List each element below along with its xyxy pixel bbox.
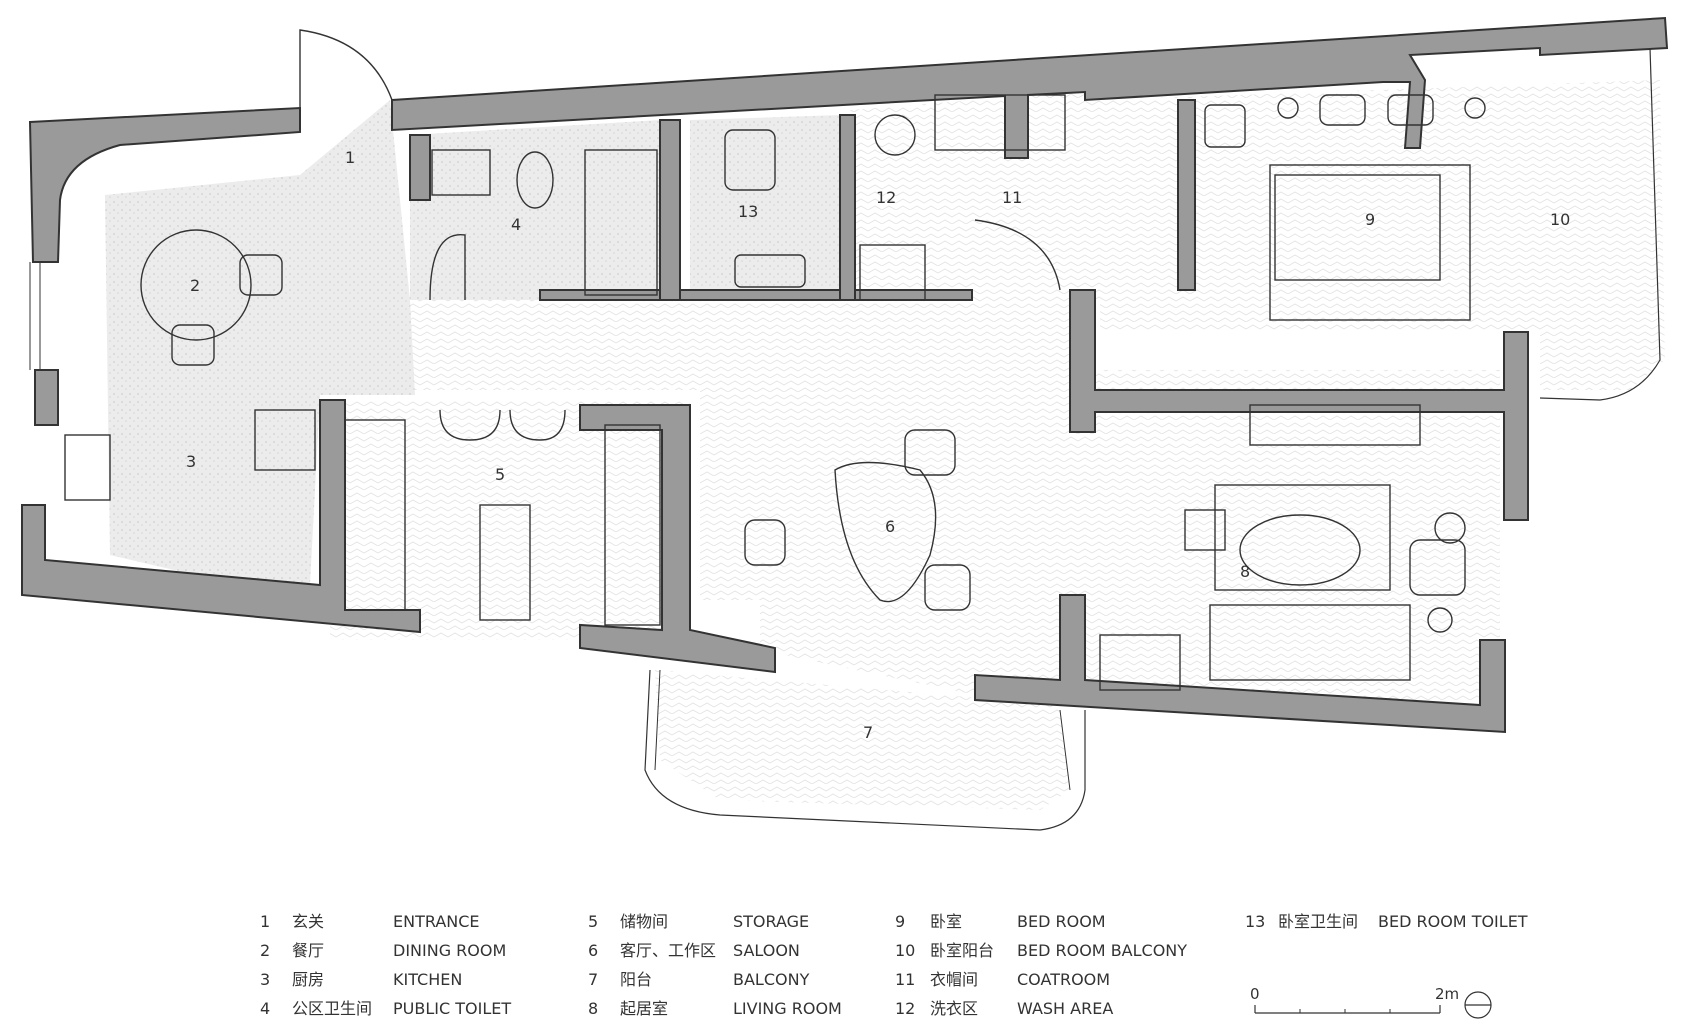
sofa [1209,604,1411,681]
dining-table [140,229,252,341]
bed [1274,174,1441,281]
dining-chair [239,254,283,296]
sink [431,149,491,196]
coffee-table [1239,514,1361,586]
toilet [516,151,554,209]
washing-machine [874,114,916,156]
dining-chair [171,324,215,366]
bathtub [734,254,806,288]
interior-lines [29,29,1661,831]
saloon-table [834,461,937,603]
